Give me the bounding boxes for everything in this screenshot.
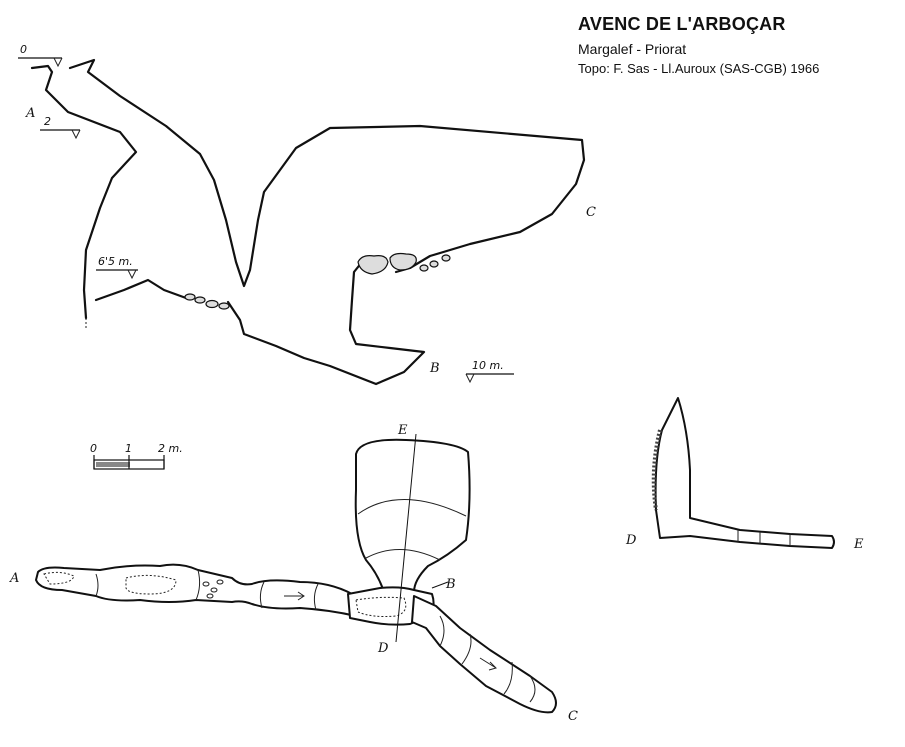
elevation-scale-label: 10 m. (472, 359, 504, 372)
plan-scale-bar: 0 1 2 m. (90, 442, 183, 470)
plan-label-a: A (9, 571, 19, 586)
flow-arrow-c (479, 657, 497, 671)
cave-title: AVENC DE L'ARBOÇAR (578, 14, 786, 34)
plan-passage-a (35, 563, 357, 617)
shaft-left-wall (30, 64, 138, 320)
plan-divider (259, 581, 265, 609)
plan-label-c: C (568, 709, 578, 724)
plan-junction-dots (355, 596, 407, 617)
b-pointer (431, 581, 449, 589)
plan-shaft-contour-2 (365, 549, 441, 561)
section-wall-texture (651, 429, 662, 511)
elevation-scale: 10 m. (465, 359, 514, 384)
elevation-label-b: B (429, 361, 440, 376)
plan-inner-dots (43, 571, 75, 585)
plan-shaft (354, 438, 471, 593)
depth-mark-0: 0 (18, 43, 63, 68)
plan-shaft-contour-1 (357, 499, 467, 517)
plan-label-e: E (397, 423, 408, 438)
depth-mark-2: 2 (40, 115, 81, 140)
rubble-blocks (184, 252, 451, 310)
section-line-de (395, 433, 417, 643)
elevation-label-c: C (586, 205, 596, 220)
cross-section-de: D E (625, 397, 864, 552)
section-label-d: D (625, 533, 637, 548)
scale-tick-1: 1 (125, 442, 132, 455)
plan-divider (439, 615, 445, 647)
map-header: AVENC DE L'ARBOÇAR Margalef - Priorat To… (578, 14, 819, 76)
elevation-label-a: A (25, 106, 35, 121)
depth-label-6-5: 6'5 m. (98, 255, 133, 268)
flow-arrow (284, 591, 305, 601)
depth-mark-6-5: 6'5 m. (96, 255, 138, 280)
cave-location: Margalef - Priorat (578, 41, 687, 57)
scale-tick-0: 0 (90, 442, 97, 455)
elevation-profile: 0 2 6'5 m. A (18, 43, 596, 386)
chamber-floor-right (226, 260, 426, 386)
plan-passage-c (411, 595, 557, 714)
survey-credits: Topo: F. Sas - Ll.Auroux (SAS-CGB) 1966 (578, 61, 820, 76)
plan-label-b: B (445, 577, 456, 592)
plan-divider (503, 661, 513, 695)
shaft-right-wall (68, 58, 586, 288)
plan-divider (313, 583, 319, 611)
plan-inner-dots (125, 574, 177, 595)
section-outline (654, 397, 835, 549)
plan-label-d: D (377, 641, 389, 656)
plan-divider (95, 573, 99, 597)
section-dividers (737, 530, 791, 546)
scale-tick-2: 2 m. (158, 442, 183, 455)
plan-divider (195, 569, 201, 601)
plan-view: 0 1 2 m. (9, 423, 578, 724)
plan-divider (461, 633, 472, 665)
chamber-floor-left (94, 278, 188, 302)
section-label-e: E (853, 537, 864, 552)
depth-label-0: 0 (20, 43, 27, 56)
depth-label-2: 2 (44, 115, 51, 128)
plan-divider (529, 675, 536, 703)
